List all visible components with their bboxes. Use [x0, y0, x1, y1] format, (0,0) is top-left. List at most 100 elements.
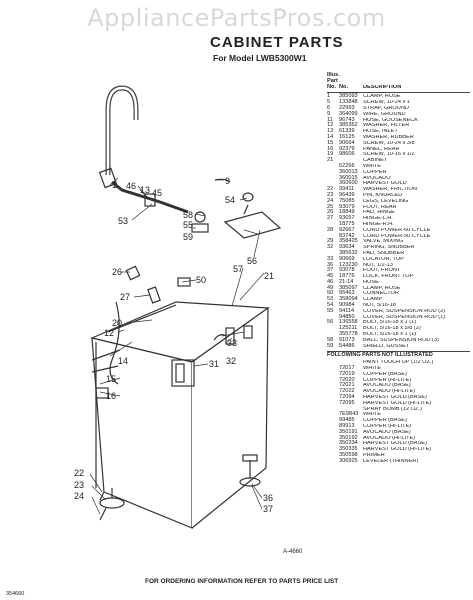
part-no: 90669 — [339, 255, 355, 262]
list-item: 19 98606 SCREW, 10-16 x 1/2 — [327, 152, 470, 158]
callout-55: 55 — [183, 220, 193, 230]
callout-9: 9 — [225, 176, 230, 186]
callout-1: 1 — [112, 180, 117, 190]
part-no: 18775 — [339, 220, 355, 227]
description: HOSE — [363, 279, 379, 285]
part-no: 93078 — [339, 267, 355, 274]
description: CLAMP — [363, 297, 383, 303]
illus-no: 37 — [327, 267, 334, 274]
part-no: 72017 — [339, 365, 355, 372]
description: SCREW, 10-16 x 1/2 — [363, 152, 415, 158]
callout-12: 12 — [104, 328, 114, 338]
callout-33: 33 — [227, 338, 237, 348]
part-no: 99485 — [339, 417, 355, 424]
description: AVOCADO — [363, 175, 391, 181]
callout-21: 21 — [264, 271, 274, 281]
description: SCREW, 10-24 x 3/8 — [363, 140, 415, 146]
part-no: 16125 — [339, 133, 355, 140]
part-no: 61339 — [339, 128, 355, 135]
description: COPPER (BASE) — [363, 371, 407, 377]
description: CABINET — [363, 158, 388, 164]
description: PIN, KNURLED — [363, 192, 403, 198]
illus-no: 46 — [327, 278, 334, 285]
divider — [327, 92, 470, 94]
document-number: 354660 — [6, 591, 25, 597]
part-no: 355778 — [339, 331, 358, 338]
description: PRIMER — [363, 453, 385, 458]
callout-32: 32 — [226, 356, 236, 366]
inlet-hose — [111, 180, 189, 214]
gooseneck-hose — [105, 85, 139, 175]
illus-no: 58 — [327, 336, 334, 343]
part-no: 18849 — [339, 209, 355, 216]
callout-56: 56 — [247, 256, 257, 266]
parts-list-header: Illus. Part — [327, 72, 470, 85]
illus-no: 26 — [327, 209, 334, 216]
callout-15: 15 — [106, 374, 116, 384]
callout-31: 31 — [209, 359, 219, 369]
callout-27: 27 — [120, 292, 130, 302]
description: AVOCADO (BASE) — [363, 429, 411, 435]
part-no: 98606 — [339, 151, 355, 158]
callout-57: 57 — [233, 264, 243, 274]
page-subtitle: For Model LWB5300W1 — [213, 53, 307, 63]
nut-54 — [242, 192, 254, 202]
cover-55 — [191, 223, 209, 233]
part-no: 350192 — [339, 434, 358, 441]
part-no: 358094 — [339, 296, 358, 303]
cabinet-exploded-diagram: 1 46 13 45 53 9 54 58 55 59 56 21 26 27 … — [74, 85, 282, 529]
description: BOLT, 5/16-18 x 1 (1) — [363, 332, 417, 338]
description: COPPER (HI-LITE) — [363, 377, 412, 383]
part-no: 72021 — [339, 382, 355, 389]
illus-no: 23 — [327, 191, 334, 198]
part-no: 350334 — [339, 440, 358, 447]
illus-no: 19 — [327, 151, 334, 158]
illus-no-header: Illus. Part — [327, 72, 340, 84]
ordering-note: FOR ORDERING INFORMATION REFER TO PARTS … — [145, 578, 339, 585]
description: WIRE, GROUND — [363, 111, 406, 117]
description: PAD, HINGE — [363, 210, 395, 216]
illus-no: 22 — [327, 186, 334, 193]
part-no: 385362 — [339, 122, 358, 129]
callout-53: 53 — [118, 216, 128, 226]
list-item: 26 18849 PAD, HINGE — [327, 210, 470, 216]
description: HOSE, INLET — [363, 129, 398, 135]
illus-no: 28 — [327, 226, 334, 233]
divider — [327, 351, 470, 353]
callout-26: 26 — [112, 267, 122, 277]
description: CLAMP, HOSE — [363, 94, 401, 100]
part-no: 92667 — [339, 226, 355, 233]
part-no: 72094 — [339, 394, 355, 401]
page-title: CABINET PARTS — [210, 34, 344, 51]
callout-58: 58 — [183, 210, 193, 220]
description: PANEL, REAR — [363, 146, 400, 152]
description: FOOT, REAR — [363, 204, 397, 210]
description: BOLT, 5/16-18 x 1 (1) — [363, 320, 417, 326]
cabinet-side — [191, 306, 269, 529]
